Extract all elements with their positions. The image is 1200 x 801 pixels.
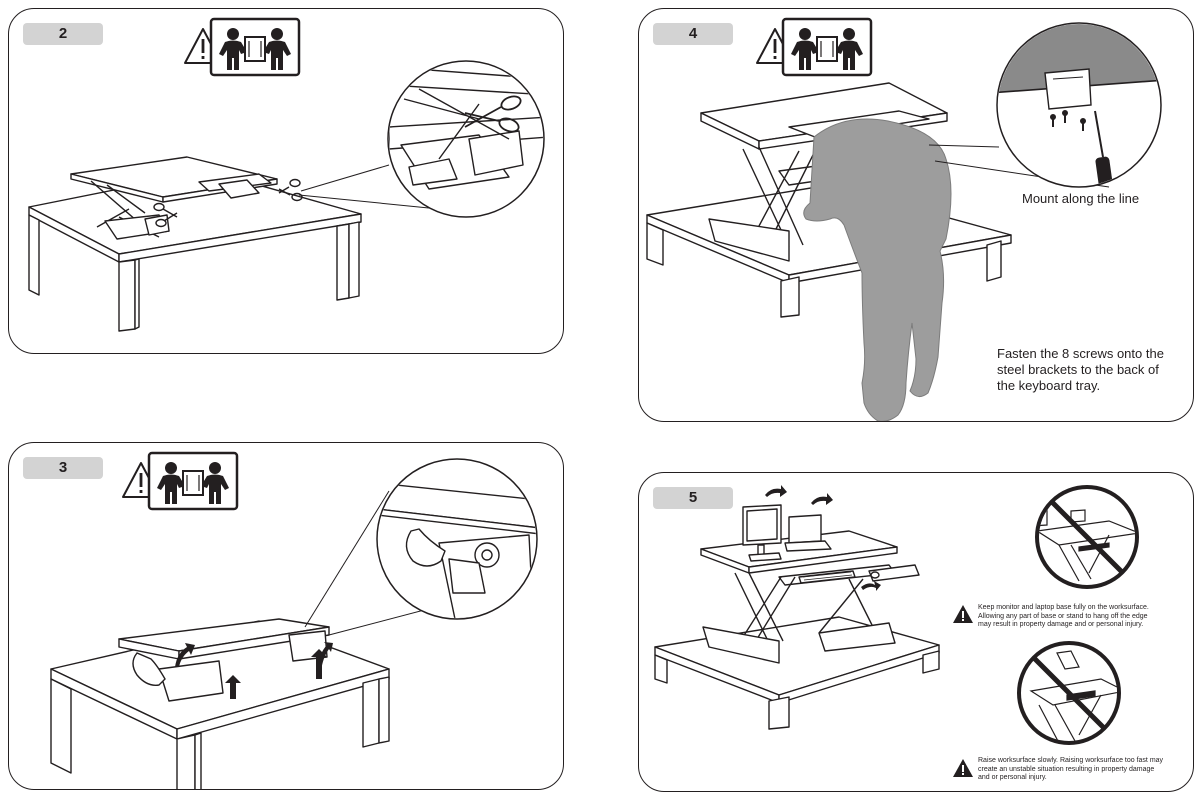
- warning-line: may result in property damage and or per…: [978, 621, 1144, 628]
- step-2-panel: 2: [8, 8, 564, 354]
- mount-line-label: Mount along the line: [1022, 191, 1140, 206]
- magnified-detail: [376, 458, 538, 620]
- step-2-illustration: [28, 60, 545, 332]
- warning-line: Raise worksurface slowly. Raising worksu…: [978, 757, 1164, 764]
- scissors-icon: [464, 95, 522, 133]
- step-4-badge: 4: [653, 23, 733, 45]
- laptop: [788, 514, 822, 544]
- step-5-badge: 5: [653, 487, 733, 509]
- step-3-illustration: [50, 458, 538, 789]
- scissors-icon: [153, 178, 303, 228]
- prohibited-icon: [1017, 641, 1121, 745]
- warning-line: and or personal injury.: [978, 774, 1047, 781]
- warning-triangle-icon: [953, 759, 973, 777]
- warning-triangle-icon: [953, 605, 973, 623]
- screw: [1050, 110, 1086, 131]
- instruction-line: steel brackets to the back of: [997, 362, 1159, 377]
- instruction-line: the keyboard tray.: [997, 378, 1101, 393]
- step-3-badge: 3: [23, 457, 103, 479]
- keyboard-keys: [802, 571, 853, 581]
- magnified-detail: [996, 22, 1162, 188]
- step-4-illustration: [646, 22, 1162, 421]
- keyboard: [798, 570, 856, 584]
- step-5-illustration: [654, 485, 1139, 745]
- step-4-panel: 4: [638, 8, 1194, 422]
- two-person-lift-warning: [184, 17, 301, 77]
- warning-line: Allowing any part of base or stand to ha…: [978, 612, 1148, 620]
- screwdriver-icon: [1094, 110, 1113, 186]
- two-person-lift-warning: [756, 17, 873, 77]
- hand: [132, 652, 166, 686]
- two-person-lift-icon: [781, 17, 873, 77]
- mouse: [870, 571, 880, 579]
- two-person-lift-icon: [147, 451, 239, 511]
- warning-line: Keep monitor and laptop base fully on th…: [978, 604, 1149, 611]
- step-5-panel: 5: [638, 472, 1194, 792]
- prohibited-icon: [1035, 485, 1139, 589]
- up-arrow-icon: [225, 649, 327, 699]
- curved-arrow-icon: [765, 485, 881, 591]
- table-top: [654, 616, 940, 696]
- raise-slowly-warning: Raise worksurface slowly. Raising worksu…: [978, 757, 1193, 783]
- two-person-lift-warning: [122, 451, 239, 511]
- step-2-badge: 2: [23, 23, 103, 45]
- person-silhouette: [803, 118, 952, 421]
- instruction-line: Fasten the 8 screws onto the: [997, 346, 1164, 361]
- step-4-instruction: Fasten the 8 screws onto the steel brack…: [997, 346, 1187, 394]
- warning-line: create an unstable situation resulting i…: [978, 765, 1155, 773]
- step-3-panel: 3: [8, 442, 564, 790]
- magnified-detail: [387, 60, 545, 218]
- monitor-placement-warning: Keep monitor and laptop base fully on th…: [978, 604, 1193, 630]
- two-person-lift-icon: [209, 17, 301, 77]
